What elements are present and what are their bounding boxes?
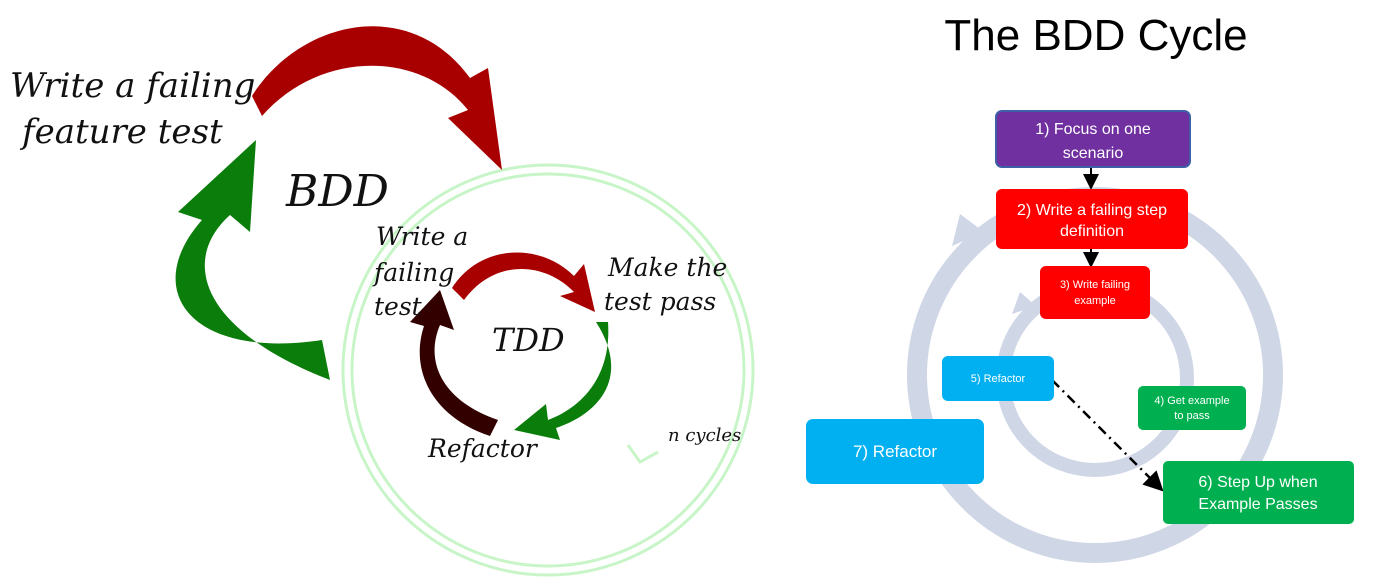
cycle-ring-arrowhead	[626, 444, 659, 464]
step-step-up-line2: Example Passes	[1198, 496, 1317, 513]
connector-5-6	[1051, 379, 1164, 492]
page-title: The BDD Cycle	[944, 11, 1247, 60]
outer-ring-arrowhead	[952, 214, 984, 246]
tdd-cycle-label: TDD	[492, 321, 565, 359]
bdd-step-label-line1: Write a failing	[10, 66, 255, 106]
bdd-step-label-line2: feature test	[19, 112, 223, 152]
step-write-step-line2: definition	[1060, 223, 1124, 240]
step-refactor-outer-box: 7) Refactor	[806, 419, 984, 484]
n-cycles-label: n cycles	[668, 425, 741, 446]
bdd-tdd-diagram: Write a failing feature test BDD Write a…	[10, 26, 755, 577]
step-get-pass-line2: to pass	[1174, 410, 1210, 422]
tdd-write-label-line2: failing	[372, 258, 454, 287]
tdd-green-arrow	[514, 322, 612, 440]
tdd-pass-label-line1: Make the	[607, 253, 727, 282]
step-write-step-line1: 2) Write a failing step	[1017, 202, 1167, 219]
bdd-green-arrow	[175, 140, 330, 380]
step-write-example-line2: example	[1074, 295, 1116, 307]
inner-ring-arrowhead	[1012, 292, 1036, 314]
step-refactor-outer-label: 7) Refactor	[853, 442, 937, 461]
outer-cycle-ring	[341, 163, 755, 577]
step-get-pass-box: 4) Get example to pass	[1138, 386, 1246, 430]
bdd-cycle-diagram: The BDD Cycle 1) Focus on one scenario 2…	[806, 11, 1354, 563]
step-focus-box: 1) Focus on one scenario	[995, 110, 1191, 168]
step-step-up-box: 6) Step Up when Example Passes	[1163, 461, 1354, 524]
step-write-example-box: 3) Write failing example	[1040, 266, 1150, 319]
tdd-refactor-label: Refactor	[427, 434, 539, 463]
step-focus-line2: scenario	[1063, 145, 1124, 162]
tdd-red-arrow	[452, 252, 595, 312]
step-refactor-inner-box: 5) Refactor	[942, 356, 1054, 401]
tdd-write-label-line3: test	[374, 292, 423, 321]
tdd-pass-label-line2: test pass	[604, 287, 716, 316]
tdd-dark-arrow	[410, 290, 498, 436]
bdd-cycle-label: BDD	[285, 166, 389, 217]
outer-cycle-ring-inner	[350, 172, 746, 568]
tdd-write-label-line1: Write a	[376, 222, 468, 251]
step-refactor-inner-label: 5) Refactor	[971, 373, 1026, 385]
step-get-pass-line1: 4) Get example	[1154, 395, 1229, 407]
step-write-step-box: 2) Write a failing step definition	[996, 189, 1188, 249]
bdd-red-arrow	[252, 26, 502, 171]
step-write-example-line1: 3) Write failing	[1060, 279, 1130, 291]
step-step-up-line1: 6) Step Up when	[1198, 474, 1317, 491]
step-focus-line1: 1) Focus on one	[1035, 121, 1151, 138]
